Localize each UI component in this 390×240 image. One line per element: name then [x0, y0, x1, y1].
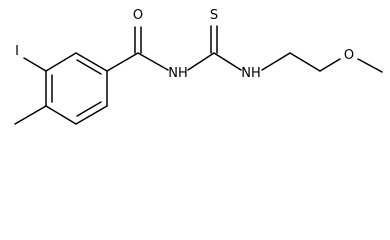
ring-bond [45, 52, 77, 72]
iodine-label: I [15, 44, 19, 59]
ring-to-carbonyl-bond [106, 52, 139, 72]
oxygen-to-methyl-bond [357, 58, 383, 73]
ring-bond [75, 105, 108, 125]
ring-bond [45, 105, 77, 125]
nh-to-thiocarbonyl-bond [187, 52, 215, 71]
thione-sulfur-label: S [210, 8, 218, 23]
ethyl-to-oxygen-bond [319, 58, 341, 72]
methyl-bond [14, 105, 47, 125]
ring-bond [75, 52, 108, 72]
ether-oxygen-label: O [344, 48, 354, 63]
carbonyl-to-nh-bond [137, 52, 169, 71]
ring-double-bond [76, 101, 102, 117]
ethyl-bond [289, 52, 321, 72]
bond-lines [14, 25, 383, 125]
thiocarbonyl-to-nh-bond [213, 52, 242, 71]
thioamide-nitrogen-label: NH [241, 66, 261, 81]
nh-to-ethyl-bond [261, 52, 291, 71]
ring-double-bond [76, 59, 102, 75]
amide-nitrogen-label: NH [168, 66, 188, 81]
chemical-structure: I O NH S NH O [14, 8, 383, 125]
carbonyl-oxygen-label: O [133, 8, 143, 23]
iodine-bond [23, 57, 47, 72]
